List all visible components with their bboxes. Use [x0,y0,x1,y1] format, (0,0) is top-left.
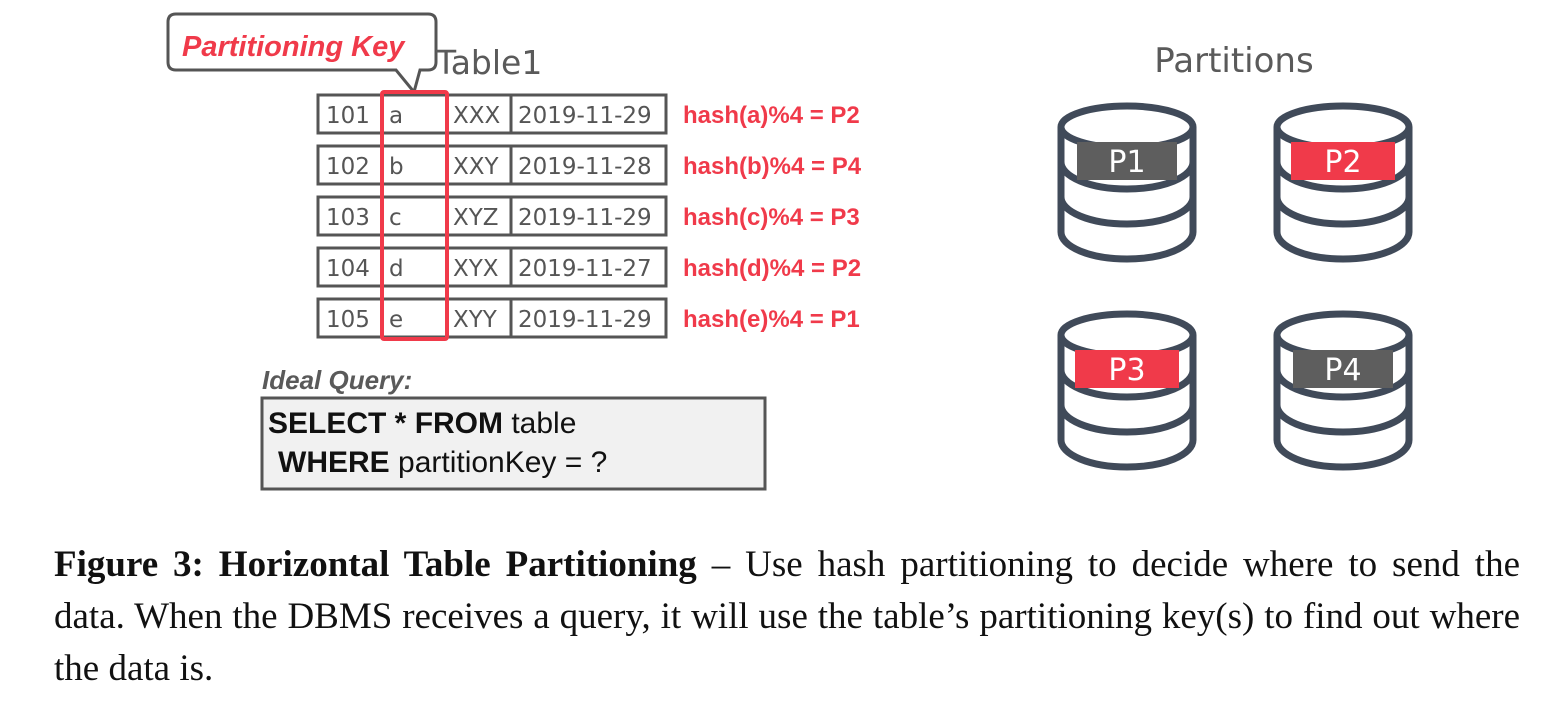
hash-label: hash(e)%4 = P1 [683,306,860,333]
row-id-cell: 104 [326,256,370,282]
partition-p4-label-band [1293,350,1393,388]
partitioning-key-callout: Partitioning Key [166,12,438,96]
query-box: SELECT * FROM table WHERE partitionKey =… [260,396,767,491]
figure-caption: Figure 3: Horizontal Table Partitioning … [54,539,1520,695]
table-title: Table1 [435,43,542,82]
partition-p1-label: P1 [1108,145,1145,180]
partition-p3-label-band [1075,350,1179,388]
sql-text: table [503,407,576,440]
row-date-cell: 2019-11-28 [518,154,652,180]
partitions-title: Partitions [1154,41,1313,81]
query-line-1: SELECT * FROM table [268,407,576,440]
partition-p2-label-band [1291,142,1395,180]
sql-keyword: WHERE [278,446,390,479]
row-code-cell: XXX [453,103,501,129]
table-row: 102 b XXY 2019-11-28 [316,144,668,186]
row-id-cell: 101 [326,103,370,129]
partitioning-diagram: Partitioning Key Table1 101 a XXX 2019-1… [166,12,1543,491]
row-code-cell: XXY [453,154,500,180]
row-date-cell: 2019-11-29 [518,205,652,231]
query-line-2: WHERE partitionKey = ? [278,446,607,479]
hash-label: hash(a)%4 = P2 [683,102,860,129]
partition-p3-label: P3 [1108,353,1145,388]
row-date-cell: 2019-11-29 [518,103,652,129]
partition-p4-label: P4 [1324,353,1361,388]
callout-bubble [166,12,438,96]
partition-p1-label-band [1077,142,1177,180]
table-row: 105 e XYY 2019-11-29 [316,297,668,339]
callout-label: Partitioning Key [182,31,406,63]
row-code-cell: XYY [453,307,498,333]
table-row: 101 a XXX 2019-11-29 [316,93,668,135]
key-column-highlight [380,90,449,341]
sql-text: partitionKey = ? [390,446,608,479]
row-key-cell: c [389,205,402,231]
caption-text: – Use hash partitioning to decide where … [54,544,1520,689]
row-date-cell: 2019-11-27 [518,256,652,282]
row-key-cell: d [389,256,404,282]
sql-keyword: SELECT * FROM [268,407,503,440]
query-heading: Ideal Query: [262,365,412,395]
hash-label: hash(d)%4 = P2 [683,255,861,282]
row-date-cell: 2019-11-29 [518,307,652,333]
data-table: 101 a XXX 2019-11-29 102 b XXY 2019-11-2… [316,93,668,339]
row-key-cell: e [389,307,403,333]
partition-p1-database-icon: P1 [1061,106,1193,259]
row-code-cell: XYX [453,256,499,282]
caption-label: Figure 3: Horizontal Table Partitioning [54,544,697,585]
row-key-cell: b [389,154,404,180]
hash-label: hash(b)%4 = P4 [683,153,862,180]
row-id-cell: 103 [326,205,370,231]
partition-p2-label: P2 [1324,145,1361,180]
partition-p3-database-icon: P3 [1061,314,1193,467]
row-code-cell: XYZ [453,205,499,231]
partition-p4-database-icon: P4 [1277,314,1409,467]
row-id-cell: 105 [326,307,370,333]
table-row: 104 d XYX 2019-11-27 [316,246,668,288]
hash-labels: hash(a)%4 = P2 hash(b)%4 = P4 hash(c)%4 … [683,102,862,333]
row-id-cell: 102 [326,154,370,180]
table-row: 103 c XYZ 2019-11-29 [316,195,668,237]
hash-label: hash(c)%4 = P3 [683,204,860,231]
row-key-cell: a [389,103,403,129]
partition-p2-database-icon: P2 [1277,106,1409,259]
